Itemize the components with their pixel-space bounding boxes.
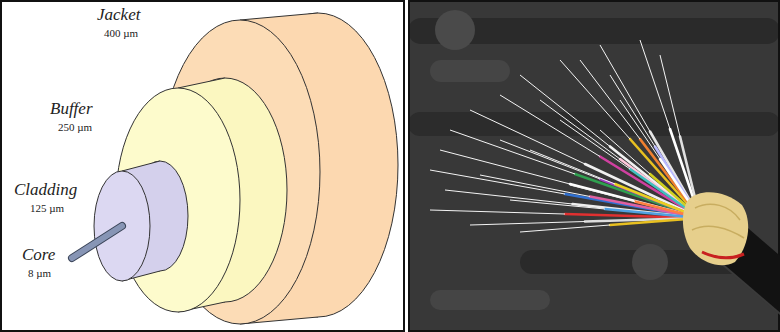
layer-dimension: 125 µm: [30, 202, 64, 214]
core-rod: [72, 226, 122, 258]
cable-photo: [408, 0, 780, 332]
layer-name: Core: [22, 246, 55, 265]
layer-name: Buffer: [50, 100, 93, 119]
layer-dimension: 250 µm: [58, 121, 92, 133]
layer-dimension: 400 µm: [104, 27, 138, 39]
cladding-layer: [94, 161, 188, 281]
layer-dimension: 8 µm: [28, 267, 51, 279]
panel-frame: [1, 1, 404, 331]
layer-name: Cladding: [14, 181, 77, 200]
layer-name: Jacket: [97, 6, 140, 25]
